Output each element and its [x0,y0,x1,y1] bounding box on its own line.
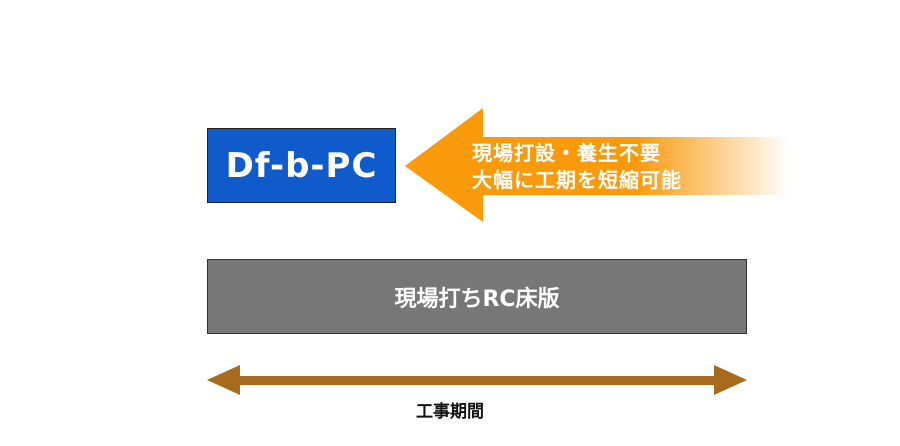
df-b-pc-box: Df-b-PC [207,128,396,203]
arrow-text-line2: 大幅に工期を短縮可能 [472,168,682,192]
period-double-arrow [207,365,747,395]
arrow-text: 現場打設・養生不要 大幅に工期を短縮可能 [472,140,682,194]
rc-slab-box: 現場打ちRC床版 [207,259,747,334]
construction-period-label: 工事期間 [416,402,484,422]
left-arrow-shape [405,108,790,222]
arrow-text-line1: 現場打設・養生不要 [472,141,661,165]
